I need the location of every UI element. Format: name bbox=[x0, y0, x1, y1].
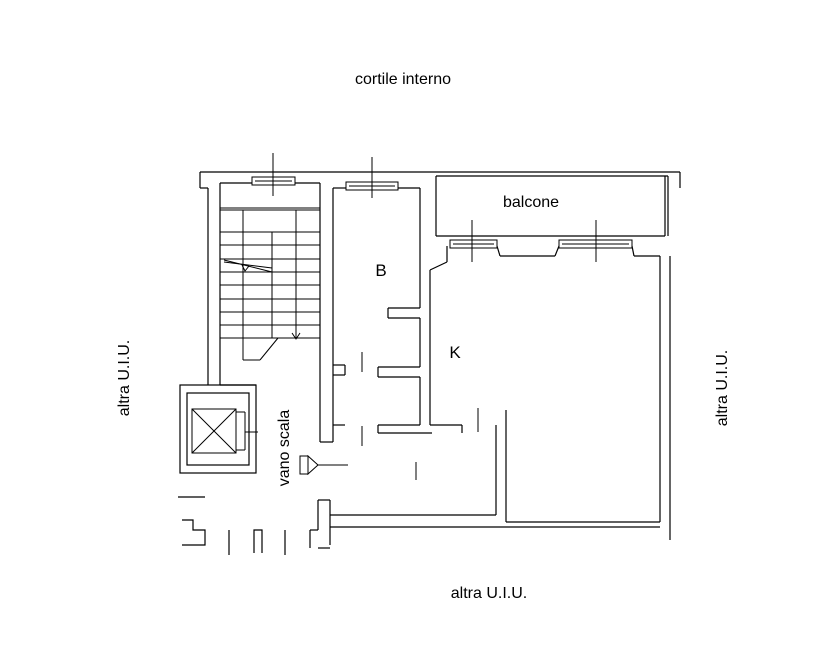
room-k-walls bbox=[429, 245, 671, 540]
stair-window bbox=[251, 153, 296, 196]
bathroom-window bbox=[345, 157, 399, 198]
balcony bbox=[435, 175, 669, 237]
bottom-left-fragments bbox=[178, 496, 286, 555]
entrance-arrow-icon bbox=[299, 454, 348, 476]
label-balcone: balcone bbox=[503, 194, 559, 211]
top-wall bbox=[199, 171, 681, 189]
lift-shaft bbox=[179, 384, 258, 474]
staircase bbox=[219, 207, 321, 361]
entrance-corridor bbox=[309, 462, 660, 549]
kitchen-window-left bbox=[449, 220, 498, 262]
label-altra-uiu-right: altra U.I.U. bbox=[714, 350, 731, 426]
label-vano-scala: vano scala bbox=[276, 410, 293, 487]
label-altra-uiu-bottom: altra U.I.U. bbox=[451, 585, 527, 602]
room-b-walls bbox=[332, 187, 432, 446]
label-cortile-interno: cortile interno bbox=[355, 71, 451, 88]
kitchen-window-right bbox=[558, 220, 633, 262]
label-room-b: B bbox=[375, 261, 386, 280]
label-altra-uiu-left: altra U.I.U. bbox=[116, 340, 133, 416]
label-room-k: K bbox=[449, 343, 461, 362]
